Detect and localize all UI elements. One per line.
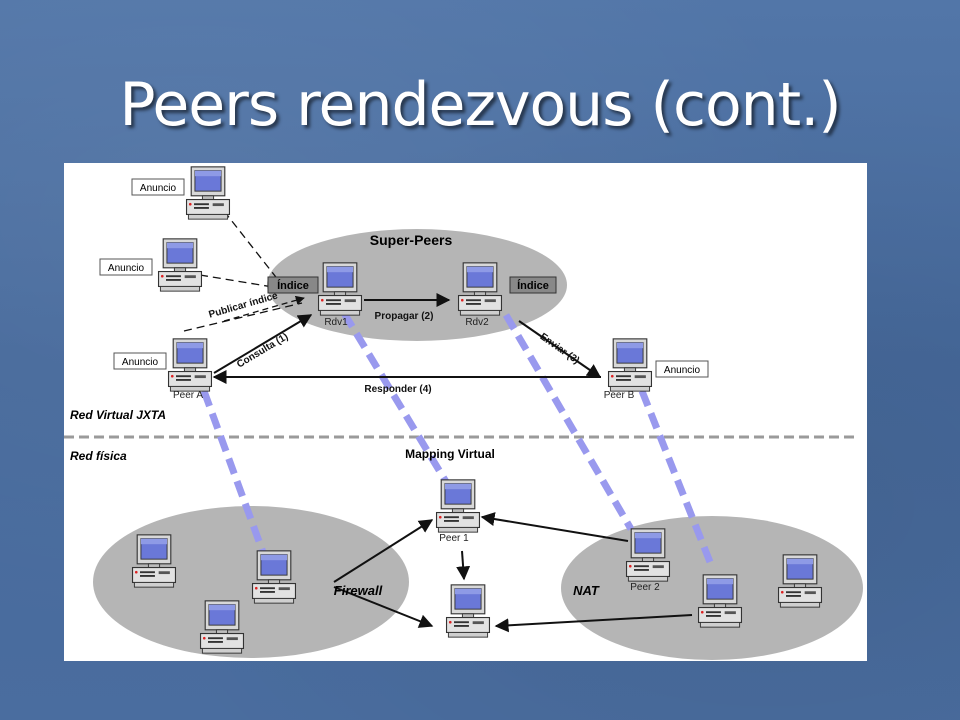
rdv2-computer xyxy=(457,262,503,316)
protocol-arrows xyxy=(212,293,693,633)
peer2-computer xyxy=(625,528,671,582)
anuncio-computer-1 xyxy=(185,166,231,220)
indice-label-1: Índice xyxy=(277,279,309,292)
mapping-virtual-label: Mapping Virtual xyxy=(405,447,495,461)
red-virtual-label: Red Virtual JXTA xyxy=(70,408,166,422)
firewall-computer-3 xyxy=(199,600,245,654)
nat-computer-1 xyxy=(697,574,743,628)
responder-label: Responder (4) xyxy=(364,384,431,395)
anuncio-links xyxy=(183,210,303,332)
target-computer xyxy=(445,584,491,638)
indice-tags: Índice Índice xyxy=(267,276,557,294)
peer-b-label: Peer B xyxy=(604,390,635,401)
rdv1-computer xyxy=(317,262,363,316)
red-fisica-label: Red física xyxy=(70,449,127,463)
anuncio-computer-2 xyxy=(157,238,203,292)
publicar-label: Publicar índice xyxy=(208,290,280,320)
indice-label-2: Índice xyxy=(517,279,549,292)
anuncio-tags: Anuncio Anuncio Anuncio Anuncio xyxy=(99,178,709,378)
publicar-arrow xyxy=(223,295,305,322)
anuncio-label-1: Anuncio xyxy=(140,183,177,194)
peer1-label: Peer 1 xyxy=(439,533,469,544)
diagram-panel: Super-Peers xyxy=(64,163,867,661)
nat-computer-2 xyxy=(777,554,823,608)
network-diagram: Super-Peers xyxy=(64,166,863,660)
rdv1-label: Rdv1 xyxy=(324,317,348,328)
consulta-label: Consulta (1) xyxy=(235,331,290,370)
propagar-label: Propagar (2) xyxy=(375,311,434,322)
rdv2-label: Rdv2 xyxy=(465,317,489,328)
peer1-computer xyxy=(435,479,481,533)
anuncio-label-4: Anuncio xyxy=(664,365,701,376)
super-peers-label: Super-Peers xyxy=(370,232,453,248)
mapping-lines xyxy=(200,311,716,569)
firewall-computer-2 xyxy=(251,550,297,604)
firewall-network-ellipse xyxy=(93,506,409,658)
enviar-label: Enviar (3) xyxy=(538,331,582,366)
peer2-label: Peer 2 xyxy=(630,582,660,593)
peer-b-computer xyxy=(607,338,653,392)
anuncio-label-3: Anuncio xyxy=(122,357,159,368)
nat-label: NAT xyxy=(573,583,600,598)
peer-a-computer xyxy=(167,338,213,392)
firewall-label: Firewall xyxy=(334,583,383,598)
node-labels: Rdv1 Rdv2 Peer A Peer B Peer 1 Peer 2 xyxy=(173,317,660,593)
firewall-computer-1 xyxy=(131,534,177,588)
peer-a-label: Peer A xyxy=(173,390,203,401)
anuncio-label-2: Anuncio xyxy=(108,263,145,274)
slide-title: Peers rendezvous (cont.) xyxy=(119,70,841,140)
